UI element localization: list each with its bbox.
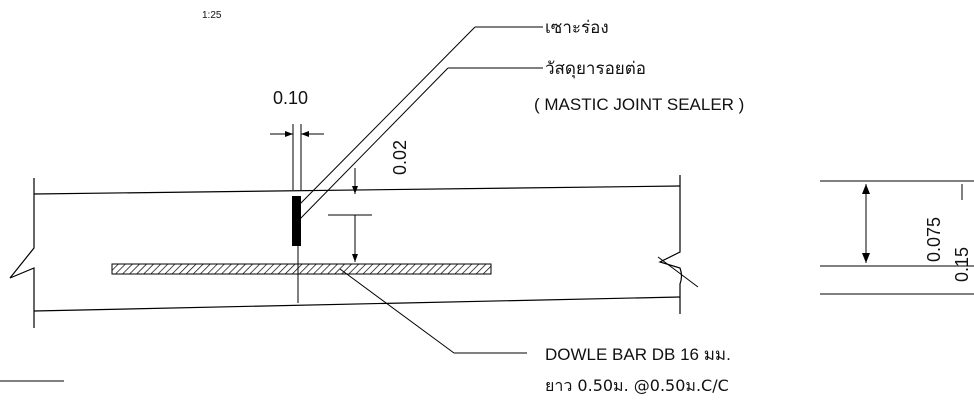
concrete-slab — [9, 175, 699, 328]
section-view: 0.075 0.15 — [820, 180, 974, 295]
joint-sealer — [292, 196, 301, 246]
half-thickness-value: 0.075 — [924, 217, 944, 262]
joint-width-value: 0.10 — [273, 88, 308, 108]
filler-label: วัสดุยารอยต่อ — [545, 59, 646, 79]
dowel-spec-label: DOWLE BAR DB 16 มม. — [545, 345, 731, 364]
right-break-line — [658, 175, 683, 314]
left-break-line — [9, 178, 35, 328]
sealer-leaders — [295, 26, 543, 223]
groove-label: เซาะร่อง — [545, 18, 609, 38]
scale-label: 1:25 — [202, 10, 222, 21]
joint-width-dimension: 0.10 — [270, 88, 324, 190]
filler-english-label: ( MASTIC JOINT SEALER ) — [534, 95, 744, 114]
slab-thickness-value: 0.15 — [952, 247, 972, 282]
groove-depth-dimension: 0.02 — [328, 140, 410, 262]
dowel-length-label: ยาว 0.50ม. @0.50ม.C/C — [545, 376, 729, 395]
dowel-leader — [339, 268, 527, 354]
dowel-bar — [111, 263, 492, 275]
groove-depth-value: 0.02 — [390, 140, 410, 175]
